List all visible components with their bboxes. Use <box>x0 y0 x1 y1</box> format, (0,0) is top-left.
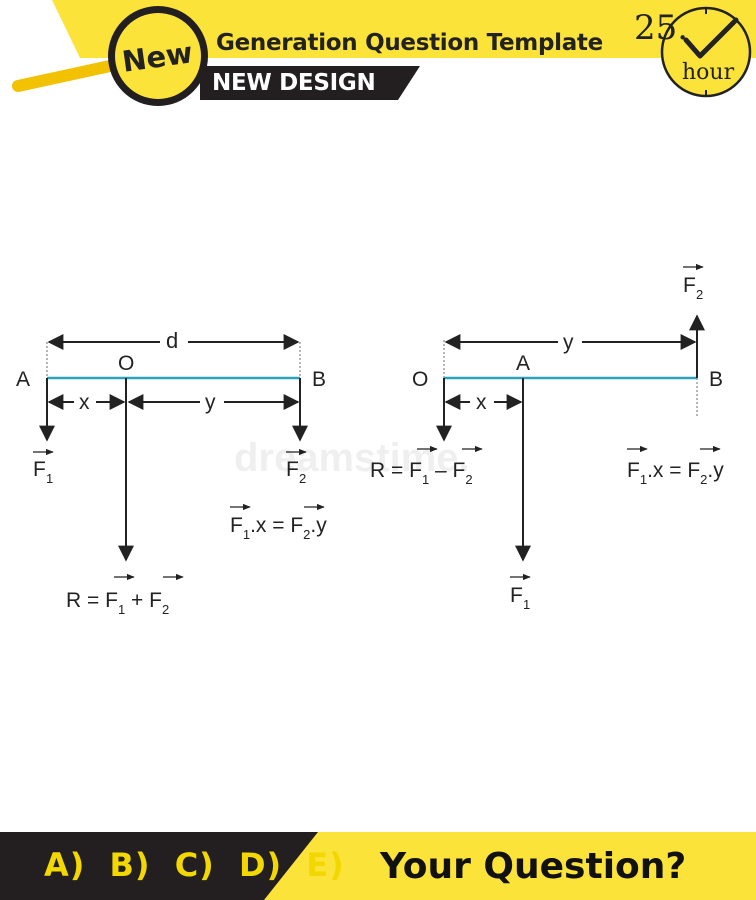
answer-option-a[interactable]: A) <box>44 846 86 884</box>
magnifier-handle <box>12 60 116 92</box>
svg-text:2: 2 <box>299 471 306 486</box>
answer-option-e[interactable]: E) <box>306 846 345 884</box>
force-f2-label: F 2 <box>286 448 307 486</box>
left-lever-diagram: d A O B x y F 1 F 2 F1 <box>16 328 327 617</box>
header-banner <box>12 0 756 106</box>
subtitle-strip <box>200 66 420 100</box>
svg-text:F: F <box>683 274 696 297</box>
title-ribbon <box>52 0 756 58</box>
svg-text:F1.x = F2.y: F1.x = F2.y <box>230 514 327 542</box>
svg-text:1: 1 <box>523 597 530 612</box>
point-o-label-right: O <box>412 368 428 391</box>
footer-bar <box>0 832 756 900</box>
resultant-equation-right: R = F1 – F2 <box>370 445 483 487</box>
point-a-label-right: A <box>516 352 530 375</box>
point-a-label: A <box>16 368 30 391</box>
moment-equation: F1.x = F2.y <box>230 503 327 542</box>
answer-option-d[interactable]: D) <box>238 846 283 884</box>
answers-strip <box>0 832 318 900</box>
clock-unit: hour <box>682 60 735 85</box>
right-lever-diagram: y O A B x F 2 F 1 R = F1 – F2 <box>370 263 724 612</box>
point-o-label: O <box>118 352 134 375</box>
label-x-right: x <box>476 391 487 414</box>
question-text: Your Question? <box>380 846 687 887</box>
force-f2-label-right: F 2 <box>683 263 704 302</box>
point-b-label: B <box>312 368 326 391</box>
force-f1-label: F 1 <box>33 448 54 486</box>
label-x: x <box>79 391 90 414</box>
answer-options: A) B) C) D) E) <box>44 846 357 884</box>
lever-diagrams: d A O B x y F 1 F 2 F1 <box>16 263 724 617</box>
svg-text:F1.x = F2.y: F1.x = F2.y <box>627 459 724 487</box>
clock-number: 25. <box>634 8 689 48</box>
point-b-label-right: B <box>709 368 723 391</box>
svg-text:F: F <box>33 458 46 481</box>
label-y-right: y <box>563 331 574 354</box>
answer-option-b[interactable]: B) <box>109 846 151 884</box>
svg-text:R = F1 + F2: R = F1 + F2 <box>66 589 169 617</box>
svg-text:1: 1 <box>46 471 53 486</box>
svg-text:2: 2 <box>696 287 703 302</box>
watermark: dreamstime. <box>234 436 470 480</box>
template-title: Generation Question Template <box>216 30 603 56</box>
moment-equation-right: F1.x = F2.y <box>627 445 724 487</box>
svg-text:F: F <box>286 458 299 481</box>
template-subtitle: NEW DESIGN <box>212 70 376 96</box>
resultant-equation: R = F1 + F2 <box>66 573 184 617</box>
label-y: y <box>205 391 216 414</box>
svg-text:F: F <box>510 584 523 607</box>
label-d: d <box>166 328 178 353</box>
magnifier-icon <box>108 6 208 106</box>
clock-check-icon <box>660 6 752 98</box>
svg-text:R = F1 – F2: R = F1 – F2 <box>370 459 473 487</box>
answer-option-c[interactable]: C) <box>174 846 215 884</box>
force-f1-label-right: F 1 <box>510 573 531 612</box>
